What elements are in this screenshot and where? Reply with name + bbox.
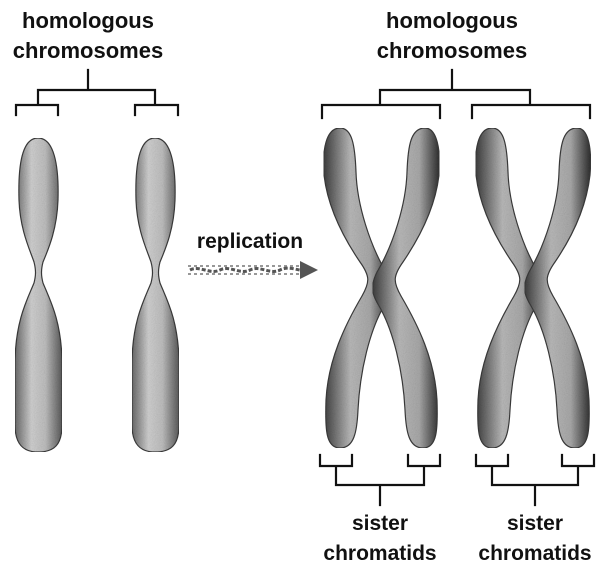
chromatids-text-right: chromatids (478, 542, 591, 565)
unreplicated-chromosome-2 (132, 138, 179, 452)
homologous-text-left: homologous (22, 8, 154, 33)
chromatid-2b (525, 128, 591, 448)
sister-text-left: sister (352, 512, 408, 535)
replicated-chromosome-2 (476, 128, 591, 448)
chromosomes-text-left: chromosomes (13, 38, 163, 63)
homologous-chromosomes-label-left: homologous chromosomes (13, 8, 163, 63)
sister-text-right: sister (507, 512, 563, 535)
bracket-homologous-left (16, 70, 178, 115)
unreplicated-chromosome-1 (15, 138, 62, 452)
replication-arrow (188, 261, 318, 279)
replicated-chromosome-1 (324, 128, 440, 448)
sister-chromatids-label-left: sister chromatids (323, 512, 436, 565)
chromosomes-text-right: chromosomes (377, 38, 527, 63)
chromatids-text-left: chromatids (323, 542, 436, 565)
sister-chromatids-label-right: sister chromatids (478, 512, 591, 565)
bracket-homologous-right (322, 70, 590, 118)
replication-label: replication (197, 230, 303, 253)
bracket-sister-left (320, 455, 440, 505)
homologous-chromosomes-label-right: homologous chromosomes (377, 8, 527, 63)
homologous-text-right: homologous (386, 8, 518, 33)
chromatid-1b (373, 128, 440, 448)
bracket-sister-right (476, 455, 594, 505)
